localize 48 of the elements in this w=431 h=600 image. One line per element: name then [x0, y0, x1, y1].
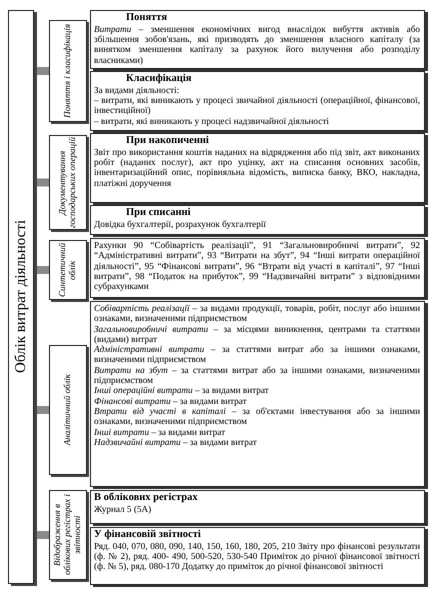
- connector-bar: [34, 67, 49, 75]
- main-title: Облік витрат діяльності: [12, 220, 30, 374]
- body-text: Фінансові витрати – за видами витрат: [94, 396, 248, 406]
- content-box: [90, 133, 425, 203]
- content-box: [90, 10, 425, 69]
- section-heading: В облікових регістрах: [94, 492, 199, 504]
- body-text: Рахунки 90 “Собівартість реалізації”, 91 “Загальновиробничі витрати”, 92 “Адміністративні витрати”, 93 “Витрати на збут”, 94 “Інші витрати операційної діяльності”, 95 “Фінансові витрати”, 96 “Втрати від участі в капіталі”, 97 “Інші витрати”, 98 “Податок на прибуток”, 99 “Надзвичайні витрати” з відповідними субрахунками: [94, 240, 420, 292]
- body-text: Витрати – зменшення економічних вигод внаслідок вибуття активів або збільшення зобов'язань, які призводять до зменшення власного капіталу (за винятком зменшення капіталу за рахунок його вилучення або розподілу власниками): [94, 24, 420, 65]
- content-box: [90, 205, 425, 235]
- content-box: [90, 71, 425, 131]
- connector-bar: [34, 406, 49, 414]
- content-box: [90, 301, 425, 487]
- category-label: Документування господарських операцій: [58, 136, 78, 229]
- body-text: Витрати на збут – за статтями витрат або за іншими ознаками, визначеними підприємством: [94, 364, 420, 386]
- title-bar: [8, 10, 34, 584]
- body-text: Ряд. 040, 070, 080, 090, 140, 150, 160, 180, 205, 210 Звіту про фінансові результати (ф. № 2), ряд. 400- 490, 500-520, 530-540 Приміток до річної фінансової звітності (ф. № 5), ряд. 080-170 Додатку до приміток до річної фінансової звітності: [94, 540, 420, 572]
- section-heading: Поняття: [125, 12, 168, 24]
- body-text: – витрати, які виникають у процесі надзвичайної діяльності: [94, 116, 330, 126]
- body-text: Втрати від участі в капіталі – за об'єктами інвестування або за іншими ознаками, визначеними підприємством: [94, 406, 420, 427]
- connector-bar: [34, 531, 49, 539]
- content-box: [90, 490, 425, 524]
- body-text: Інші витрати – за видами витрат: [94, 426, 226, 437]
- category-box: [49, 240, 87, 300]
- body-text: Довідка бухгалтерії, розрахунок бухгалтерії: [94, 218, 267, 230]
- section-heading: У фінансовій звітності: [94, 529, 202, 541]
- category-label: Синтетичний облік: [58, 242, 78, 299]
- category-box: [49, 135, 87, 230]
- connector-bar: [34, 178, 49, 186]
- body-text: Собівартість реалізації – за видами продукції, товарів, робіт, послуг або іншими ознаками, визначеними підприємством: [94, 303, 420, 324]
- body-text: – витрати, які виникають у процесі звичайної діяльності (операційної, фінансової, інвестиційної): [94, 95, 420, 116]
- body-text: Інші операційні витрати – за видами витрат: [94, 385, 270, 396]
- body-text: Надзвичайні витрати – за видами витрат: [94, 436, 258, 448]
- category-label: Аналітичний облік: [63, 374, 73, 446]
- body-text: Журнал 5 (5А): [94, 504, 152, 514]
- body-text: Загальновиробничі витрати – за місцями виникнення, центрами та статтями (видами) витрат: [94, 324, 420, 344]
- section-heading: Класифікація: [125, 73, 192, 85]
- section-heading: При списанні: [125, 207, 192, 219]
- section-heading: При накопиченні: [125, 135, 210, 147]
- category-box: [49, 345, 87, 475]
- body-text: За видами діяльності:: [94, 84, 180, 96]
- category-label: Відображення в облікових регістрах і звітності: [53, 494, 83, 578]
- content-box: [90, 238, 425, 298]
- connector-bar: [34, 266, 49, 274]
- body-text: Звіт про використання коштів наданих на відрядження або під звіт, акт виконаних робіт (наданих послуг), акт про уцінку, акт на списання основних засобів, інвентаризаційний опис, порівняльна відомість, виписка банку, ВКО, накладна, платіжні доручення: [94, 146, 420, 188]
- category-box: [49, 20, 87, 122]
- body-text: Адміністративні витрати – за статтями витрат або за іншими ознаками, визначеними підприємством: [94, 344, 420, 365]
- category-label: Поняття і класифікація: [63, 24, 73, 118]
- content-box: [90, 527, 425, 585]
